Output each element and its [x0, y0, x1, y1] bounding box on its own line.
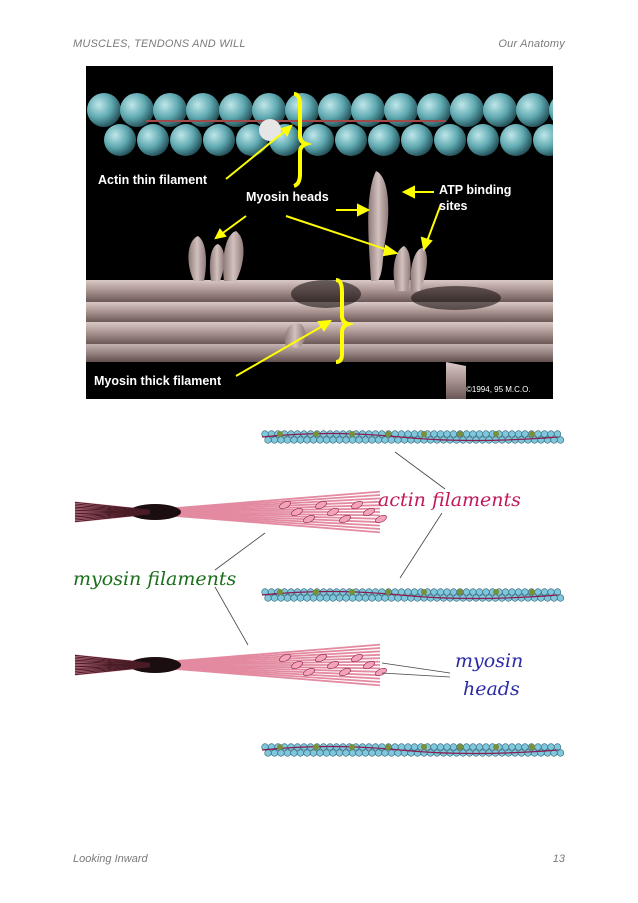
myosin-head-shape [363, 507, 375, 517]
myosin-head-shape [375, 514, 387, 524]
label-myosin-heads-line2: heads [463, 678, 520, 700]
copyright-notice: ©1994, 95 M.C.O. [466, 385, 531, 394]
actin-bead [87, 93, 121, 127]
atp-bound-bead [259, 119, 281, 141]
myosin-head-shape [315, 653, 327, 663]
actin-bead [467, 124, 499, 156]
label-myosin-thick-filament: Myosin thick filament [94, 374, 222, 388]
myosin-head-shape [279, 500, 291, 510]
actin-bead [483, 93, 517, 127]
myosin-head-shape [315, 500, 327, 510]
actin-strand [261, 743, 565, 757]
actin-bead [417, 93, 451, 127]
actin-bead [302, 124, 334, 156]
running-header-section: Our Anatomy [498, 38, 565, 50]
actin-bead [516, 93, 550, 127]
myosin-head-shape [351, 653, 363, 663]
actin-bead [533, 124, 553, 156]
actin-bead [203, 124, 235, 156]
actin-bead [170, 124, 202, 156]
myosin-bundle [74, 643, 387, 687]
myosin-head-shape [291, 507, 303, 517]
myosin-head-shape [375, 667, 387, 677]
actin-bead-chain [87, 93, 553, 156]
myosin-head-shape [339, 667, 351, 677]
actin-bead [104, 124, 136, 156]
actin-bead [384, 93, 418, 127]
actin-bead [351, 93, 385, 127]
myosin-bundle [74, 490, 387, 534]
myosin-head-shape [291, 660, 303, 670]
page-number: 13 [552, 853, 565, 865]
running-footer-title: Looking Inward [73, 853, 148, 865]
myosin-head-shapes [188, 171, 427, 348]
myosin-head-shape [339, 514, 351, 524]
actin-bead [450, 93, 484, 127]
myosin-thick-filament-rods [86, 280, 553, 399]
actin-bead [368, 124, 400, 156]
actin-bead [252, 93, 286, 127]
running-header-title: MUSCLES, TENDONS AND WILL [73, 38, 246, 50]
filaments-schematic-figure: actin filaments myosin filaments myosin … [73, 430, 565, 757]
myosin-head-shape [303, 667, 315, 677]
actin-bead [120, 93, 154, 127]
myosin-bundles [74, 490, 387, 687]
label-myosin-filaments: myosin filaments [73, 568, 237, 590]
myosin-head-shape [327, 507, 339, 517]
actin-bead [153, 93, 187, 127]
actin-strand [261, 588, 565, 602]
actin-bead [335, 124, 367, 156]
myosin-head-shape [363, 660, 375, 670]
myosin-head-shape [351, 500, 363, 510]
label-atp-sites: sites [439, 199, 468, 213]
actin-myosin-3d-figure: Actin thin filament Myosin heads ATP bin… [86, 66, 553, 399]
label-atp-binding: ATP binding [439, 183, 511, 197]
actin-bead [401, 124, 433, 156]
actin-strands [261, 430, 565, 757]
label-myosin-heads: Myosin heads [246, 190, 329, 204]
label-myosin-heads-line1: myosin [455, 650, 523, 672]
label-actin-filaments: actin filaments [378, 489, 521, 511]
actin-bead [549, 99, 553, 121]
actin-bead [500, 124, 532, 156]
actin-bead [219, 93, 253, 127]
actin-bead [434, 124, 466, 156]
myosin-head-shape [279, 653, 291, 663]
label-actin-thin-filament: Actin thin filament [98, 173, 208, 187]
myosin-head-shape [303, 514, 315, 524]
actin-strand [261, 430, 565, 444]
actin-bead [186, 93, 220, 127]
actin-bead [318, 93, 352, 127]
myosin-head-shape [327, 660, 339, 670]
actin-bead [137, 124, 169, 156]
pointer-lines [214, 451, 451, 678]
